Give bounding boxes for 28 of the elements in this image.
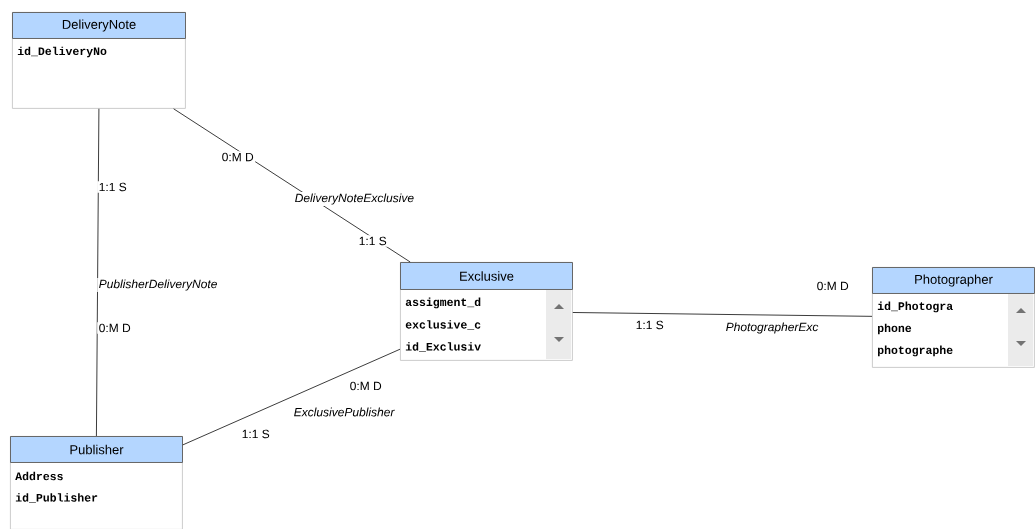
edge-label: PublisherDeliveryNote bbox=[97, 277, 219, 293]
attribute-text: photographe bbox=[878, 345, 953, 357]
attribute-text: assigment_d bbox=[405, 297, 481, 309]
attribute-text: id_Photogra bbox=[877, 301, 953, 313]
relationship-line bbox=[95, 108, 100, 437]
entity-header: Publisher bbox=[10, 436, 183, 463]
cardinality-label: 0:M D bbox=[815, 280, 851, 292]
cardinality-label: 0:M D bbox=[348, 380, 384, 392]
cardinality-label: 0:M D bbox=[97, 322, 133, 334]
edge-label: PhotographerExc bbox=[724, 320, 820, 336]
cardinality-label: 1:1 S bbox=[97, 181, 129, 193]
attribute-text: exclusive_c bbox=[405, 320, 481, 330]
attribute-text: id_DeliveryNo bbox=[17, 46, 107, 58]
cardinality-label: 1:1 S bbox=[357, 235, 389, 247]
entity-header: Exclusive bbox=[400, 262, 573, 290]
entity-header: DeliveryNote bbox=[12, 12, 186, 39]
attribute-text: id_Exclusiv bbox=[405, 342, 481, 352]
relationship-line bbox=[572, 312, 873, 317]
edge-label: ExclusivePublisher bbox=[292, 406, 396, 418]
attribute-text: id_Publisher bbox=[15, 493, 98, 503]
cardinality-label: 1:1 S bbox=[634, 319, 666, 331]
attribute-text: phone bbox=[878, 323, 912, 335]
relationship-line bbox=[182, 348, 401, 446]
cardinality-label: 1:1 S bbox=[240, 428, 272, 440]
entity-header: Photographer bbox=[872, 267, 1035, 294]
cardinality-label: 0:M D bbox=[220, 151, 256, 163]
edge-label: DeliveryNoteExclusive bbox=[293, 191, 416, 207]
attribute-text: Address bbox=[15, 471, 63, 481]
